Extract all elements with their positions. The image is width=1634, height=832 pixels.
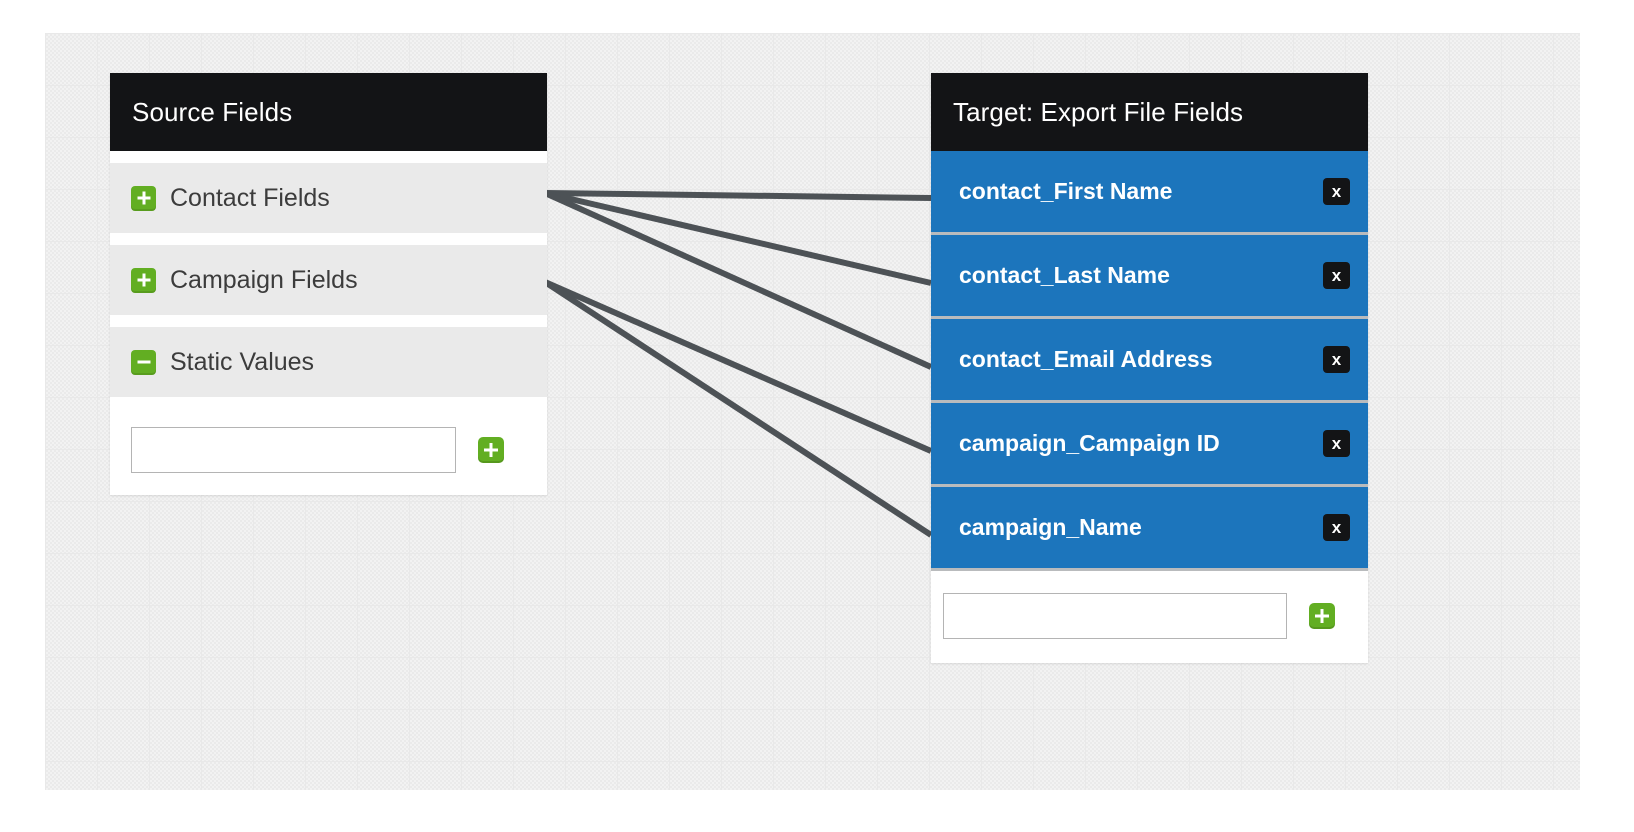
target-row-label: contact_Email Address <box>959 346 1213 372</box>
target-field-input[interactable] <box>943 593 1287 639</box>
target-add-field-row <box>931 571 1368 663</box>
connector-contact-email <box>543 190 933 370</box>
source-fields-panel: Source Fields Contact Fields Campaign Fi… <box>110 73 547 495</box>
add-target-field-button[interactable] <box>1309 603 1335 629</box>
connector-contact-first-name <box>544 190 932 201</box>
source-row-label: Campaign Fields <box>170 265 358 294</box>
add-static-value-button[interactable] <box>478 437 504 463</box>
source-row-label: Contact Fields <box>170 183 330 212</box>
target-row-label: contact_Last Name <box>959 262 1170 288</box>
connector-campaign-id <box>543 279 933 454</box>
target-row-contact-email-address[interactable]: contact_Email Address x <box>931 319 1368 403</box>
remove-field-icon[interactable]: x <box>1323 262 1350 289</box>
source-panel-body: Contact Fields Campaign Fields Static Va… <box>110 163 547 495</box>
source-row-label: Static Values <box>170 347 315 376</box>
source-row-static-values[interactable]: Static Values <box>110 327 547 397</box>
plus-square-icon[interactable] <box>131 185 156 211</box>
source-row-campaign-fields[interactable]: Campaign Fields <box>110 245 547 315</box>
target-row-campaign-campaign-id[interactable]: campaign_Campaign ID x <box>931 403 1368 487</box>
source-panel-title: Source Fields <box>110 73 547 151</box>
target-panel-title: Target: Export File Fields <box>931 73 1368 151</box>
minus-square-icon[interactable] <box>131 349 156 375</box>
remove-field-icon[interactable]: x <box>1323 430 1350 457</box>
remove-field-icon[interactable]: x <box>1323 514 1350 541</box>
connector-contact-last-name <box>544 190 932 286</box>
target-row-contact-first-name[interactable]: contact_First Name x <box>931 151 1368 235</box>
target-fields-panel: Target: Export File Fields contact_First… <box>931 73 1368 663</box>
source-row-contact-fields[interactable]: Contact Fields <box>110 163 547 233</box>
source-add-static-value-row <box>110 409 547 495</box>
mapping-canvas: Source Fields Contact Fields Campaign Fi… <box>45 33 1580 790</box>
target-panel-body: contact_First Name x contact_Last Name x… <box>931 151 1368 663</box>
plus-square-icon[interactable] <box>131 267 156 293</box>
connector-campaign-name <box>543 279 933 538</box>
target-row-contact-last-name[interactable]: contact_Last Name x <box>931 235 1368 319</box>
target-row-label: contact_First Name <box>959 178 1173 204</box>
static-value-input[interactable] <box>131 427 456 473</box>
remove-field-icon[interactable]: x <box>1323 178 1350 205</box>
target-row-campaign-name[interactable]: campaign_Name x <box>931 487 1368 571</box>
target-row-label: campaign_Name <box>959 514 1142 540</box>
target-row-label: campaign_Campaign ID <box>959 430 1220 456</box>
remove-field-icon[interactable]: x <box>1323 346 1350 373</box>
